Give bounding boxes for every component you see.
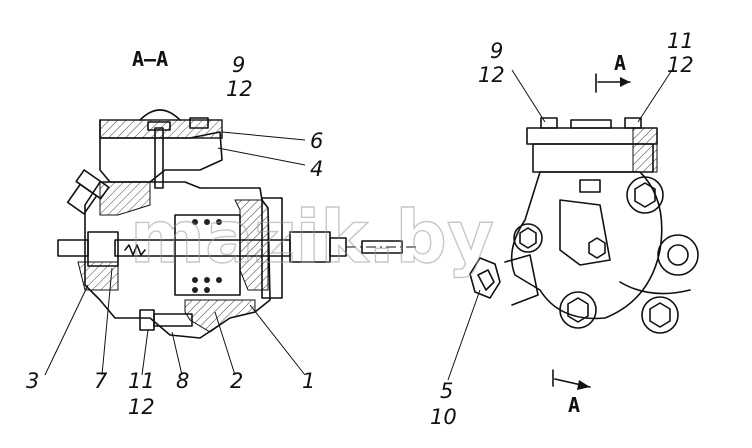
pump-body: [510, 171, 663, 320]
section-letter-bottom: А: [568, 393, 580, 417]
left-hatch: [77, 261, 119, 291]
section-view-a-a: А–А 9 12 6 4 3 7 11 12 8 2 1: [26, 47, 420, 419]
lug-bottom-right: [641, 296, 679, 334]
label-3: 3: [26, 369, 39, 393]
flange-edge: [619, 281, 691, 295]
label-9-left: 9: [232, 53, 245, 77]
outlet-nut: [469, 257, 501, 299]
body-window: [559, 199, 611, 266]
left-valve-body: [87, 231, 119, 267]
lug-top-right: [626, 176, 664, 214]
lug-right: [657, 234, 699, 276]
section-letter-top: А: [614, 51, 626, 75]
label-11-right: 11: [667, 29, 694, 53]
label-4: 4: [310, 157, 323, 181]
outlet-nut-bore: [477, 269, 495, 291]
left-fitting: [57, 239, 89, 257]
hex-nut-center: [588, 237, 606, 259]
lug-right-bore: [667, 244, 689, 266]
hex-nut-bottom: [567, 297, 589, 323]
label-11-left: 11: [128, 369, 155, 393]
section-marker-top: [595, 73, 631, 93]
leader-lines-right: [447, 69, 673, 381]
cover-screw: [189, 117, 209, 129]
top-screw-right: [624, 117, 642, 129]
exterior-view: 9 12 11 12 А А 5 10: [430, 29, 699, 429]
lug-left: [513, 223, 543, 253]
label-6: 6: [310, 129, 323, 153]
spring-coils: [192, 219, 222, 293]
top-screw-left: [540, 117, 558, 129]
section-marker-bottom: [552, 369, 591, 390]
flange-plate: [261, 197, 283, 299]
label-12-left-bottom: 12: [128, 395, 155, 419]
hex-nut-bottom-right: [649, 302, 671, 328]
check-spring: [124, 244, 146, 256]
shaft-bolt: [361, 240, 403, 254]
watermark-text: mazik.by: [130, 195, 494, 279]
label-12-right-top-2: 12: [667, 53, 694, 77]
top-cover-hatch: [632, 127, 658, 173]
label-5: 5: [440, 379, 453, 403]
label-7: 7: [94, 369, 108, 393]
leader-lines-left: [44, 131, 306, 376]
stem-head: [147, 121, 171, 131]
center-bolt: [579, 179, 601, 193]
breather-fitting: [66, 169, 110, 215]
hex-nut-top-right: [634, 182, 656, 208]
bottom-bolt-shank: [153, 313, 193, 327]
label-9-right: 9: [490, 39, 503, 63]
lug-bottom: [559, 291, 597, 329]
top-boss: [570, 119, 612, 129]
housing-hatch-top: [99, 181, 151, 216]
section-title: А–А: [132, 47, 168, 71]
label-2: 2: [230, 369, 243, 393]
cover-hatch: [99, 119, 223, 139]
label-8: 8: [176, 369, 189, 393]
spring-chamber: [174, 214, 241, 296]
cover-dome: [139, 109, 181, 121]
valve-stem: [154, 127, 164, 189]
hex-nut-left: [519, 227, 537, 249]
outlet-pipe: [504, 254, 539, 306]
label-12-left-top: 12: [226, 77, 253, 101]
label-1: 1: [302, 369, 315, 393]
label-10: 10: [430, 405, 457, 429]
label-12-right-top: 12: [478, 63, 505, 87]
